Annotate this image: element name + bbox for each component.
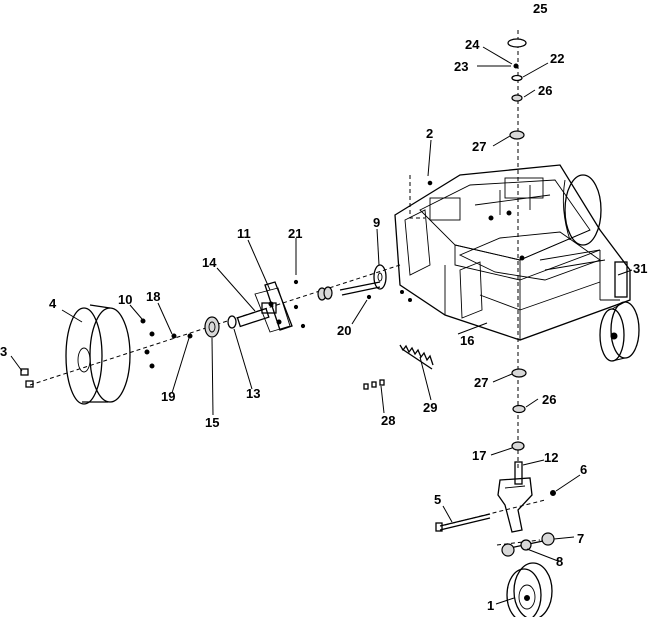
callout-31: 31 (633, 261, 647, 276)
callout-18: 18 (146, 289, 160, 304)
callout-10: 10 (118, 292, 132, 307)
callout-29: 29 (423, 400, 437, 415)
nut-6 (550, 490, 556, 496)
callout-7: 7 (577, 531, 584, 546)
bolts-28 (363, 379, 385, 390)
bolt-20 (366, 294, 372, 300)
rear-left-wheel-4 (65, 304, 131, 405)
callout-3: 3 (0, 344, 7, 359)
spring-29 (399, 344, 434, 370)
callout-22: 22 (550, 51, 564, 66)
plate-hardware-21 (293, 279, 306, 329)
callout-19: 19 (161, 389, 175, 404)
bearing-plate-11 (254, 281, 293, 333)
rear-right-wheel (562, 174, 602, 246)
callout-2: 2 (426, 126, 433, 141)
washer-13 (227, 315, 237, 329)
callout-27-top: 27 (472, 139, 486, 154)
callout-1: 1 (487, 598, 494, 613)
callout-16: 16 (460, 333, 474, 348)
leader-lines (10, 46, 633, 605)
callout-5: 5 (434, 492, 441, 507)
spacer-7-bushings-8 (501, 532, 555, 557)
callout-6: 6 (580, 462, 587, 477)
shaft-9 (339, 264, 387, 296)
callout-4: 4 (49, 296, 57, 311)
callout-8: 8 (556, 554, 563, 569)
callout-15: 15 (205, 415, 219, 430)
callout-13: 13 (246, 386, 260, 401)
callout-27-bottom: 27 (474, 375, 488, 390)
bushing-pair (317, 286, 333, 301)
callout-25: 25 (533, 1, 547, 16)
bolt-5 (435, 513, 491, 532)
deck-frame (394, 164, 631, 341)
callout-20: 20 (337, 323, 351, 338)
callout-26-top: 26 (538, 83, 552, 98)
callout-21: 21 (288, 226, 302, 241)
spindle-hardware-stack (507, 38, 527, 451)
callout-28: 28 (381, 413, 395, 428)
lug-bolt-3 (20, 368, 34, 388)
hub-15 (204, 316, 220, 338)
callout-9: 9 (373, 215, 380, 230)
caster-fork-12 (497, 461, 533, 533)
assembly-axes (29, 30, 546, 546)
hub-hardware-10-18-19 (140, 318, 193, 369)
callout-14: 14 (202, 255, 217, 270)
callout-23: 23 (454, 59, 468, 74)
front-caster-assembly-31 (599, 261, 640, 362)
callout-26-bottom: 26 (542, 392, 556, 407)
callout-12: 12 (544, 450, 558, 465)
callout-17: 17 (472, 448, 486, 463)
callout-24: 24 (465, 37, 480, 52)
callout-11: 11 (237, 226, 251, 241)
caster-wheel-1 (506, 562, 553, 617)
